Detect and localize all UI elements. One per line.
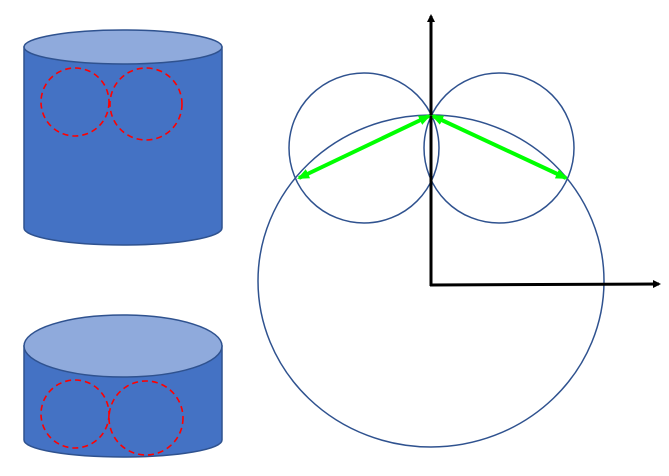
dashed-circle-left bbox=[40, 67, 110, 137]
tall-cylinder bbox=[23, 29, 223, 246]
dashed-circle-right bbox=[108, 380, 184, 456]
x-axis bbox=[429, 280, 661, 289]
dashed-circle-right bbox=[109, 67, 183, 141]
short-cylinder bbox=[23, 314, 223, 458]
vector-right bbox=[431, 114, 568, 180]
vector-left bbox=[297, 114, 431, 180]
